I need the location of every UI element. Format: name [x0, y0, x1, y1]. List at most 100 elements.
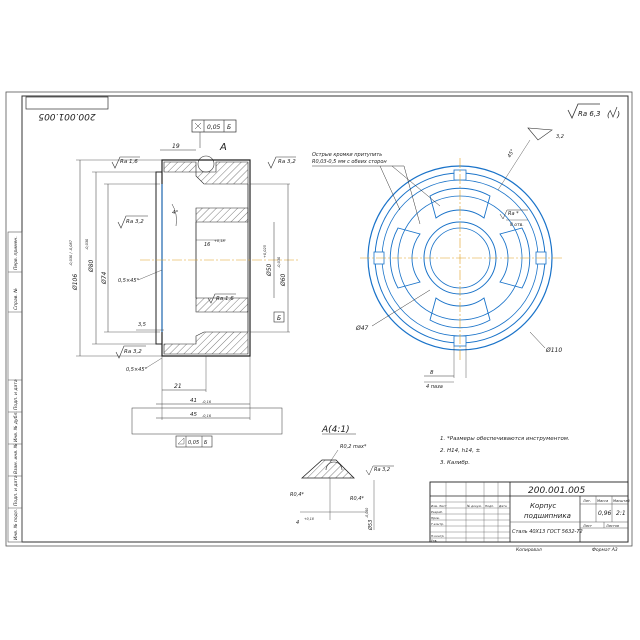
tb-scale-label: Масштаб: [613, 499, 630, 503]
svg-text:(: (: [607, 110, 611, 119]
dim-d-50: Ø50: [266, 263, 273, 277]
tb-lit-label: Лит.: [582, 499, 591, 503]
svg-text:Ra *: Ra *: [508, 211, 519, 217]
tb-role-5: Утв.: [431, 539, 437, 543]
side-view: Острые кромки притупить R0,03-0,5 мм с о…: [312, 127, 564, 390]
svg-text:Ra 1,6: Ra 1,6: [216, 296, 234, 302]
detail-a: А(4:1) R0,2 max* R0,4* R0,4* Ra 3,2 Ø53 …: [290, 425, 394, 531]
tb-role-2: Пров.: [431, 516, 440, 520]
note-2: 2. Н14, h14, ±: [440, 448, 481, 454]
dim-d-110: Ø110: [545, 347, 562, 354]
tb-material: Сталь 40Х13 ГОСТ 5632-72: [512, 529, 583, 535]
chamfer-2: 0,5×45°: [126, 367, 148, 373]
slot-dim: 8: [430, 370, 434, 376]
note-line-1: Острые кромки притупить: [312, 152, 382, 158]
tb-sheet-label: Лист: [582, 524, 593, 528]
dim-d-47: Ø47: [355, 325, 369, 332]
window-right: [499, 227, 531, 289]
hatch-top-inner: [195, 207, 249, 223]
tb-name-2: подшипника: [524, 512, 571, 520]
svg-text:-0,060: -0,060: [365, 508, 369, 518]
strip-label-2: Справ. №: [13, 288, 19, 310]
dim-len-total: 45: [190, 412, 197, 418]
rough-top-left: Ra 1,6: [111, 156, 140, 169]
dim-d-60: Ø60: [280, 273, 287, 287]
tb-sheets-label: Листов: [605, 524, 619, 528]
detail-rough: Ra 3,2: [365, 465, 394, 476]
tb-name-1: Корпус: [530, 502, 556, 510]
tb-mass-label: Масса: [597, 499, 608, 503]
left-strip: Перв. примен. Справ. № Подп. и дата Инв.…: [7, 231, 23, 543]
dim-d-outer-tol: -0,030: [85, 238, 89, 250]
bottom-tolerance-frame: 0,05 Б: [175, 435, 213, 448]
tb-row-2: № докум.: [466, 504, 482, 508]
top-frame-base: Б: [227, 124, 231, 131]
tb-scale-value: 2:1: [616, 510, 626, 517]
svg-text:Б: Б: [277, 315, 281, 322]
hatch-top: [163, 161, 249, 185]
svg-text:-0,16: -0,16: [202, 400, 212, 404]
note-line-2: R0,03-0,5 мм с обеих сторон: [312, 159, 387, 165]
tb-role-4: Н.контр.: [431, 534, 444, 538]
general-roughness: Ra 6,3 ( ): [567, 103, 620, 119]
strip-label-1: Перв. примен.: [13, 236, 19, 270]
dim-d-max-tol: -0,030 / -0,087: [69, 239, 73, 266]
dim-d-60-tol: -0,030: [277, 256, 281, 268]
tb-code: 200.001.005: [528, 486, 586, 496]
rough-hole: Ra * 8 отв.: [499, 209, 528, 228]
svg-text:8 отв.: 8 отв.: [510, 222, 524, 228]
svg-text:3,2: 3,2: [556, 134, 564, 140]
svg-text:Ra 3,2: Ra 3,2: [374, 467, 390, 473]
tb-row-3: Подп.: [485, 504, 494, 508]
svg-text:0,05: 0,05: [188, 440, 199, 446]
svg-text:Ra 1,6: Ra 1,6: [120, 159, 138, 165]
rough-bottom: Ra 3,2: [115, 345, 146, 359]
strip-label-5: Взам. инв. №: [13, 443, 19, 474]
tb-row-4: Дата: [498, 504, 507, 508]
svg-text:Ra 3,2: Ra 3,2: [126, 219, 144, 225]
window-top: [429, 187, 491, 219]
strip-label-3: Подп. и дата: [13, 379, 19, 410]
cut-label: A: [219, 142, 227, 153]
dim-d-outer: Ø80: [88, 259, 95, 273]
window-bottom: [429, 297, 491, 329]
svg-text:Ra 3,2: Ra 3,2: [278, 159, 296, 165]
angle-mark: 45°: [507, 148, 517, 159]
svg-text:+0,18: +0,18: [214, 239, 225, 243]
dim-top-width: 19: [172, 143, 180, 150]
rough-bore: Ra 3,2: [117, 215, 148, 229]
tb-role-3: Т.контр.: [431, 522, 444, 526]
svg-text:Б: Б: [204, 440, 208, 446]
slot-count: 4 паза: [426, 384, 443, 390]
svg-text:+0,18: +0,18: [304, 517, 314, 521]
svg-text:Ra 3,2: Ra 3,2: [124, 349, 142, 355]
hatch-bottom: [163, 331, 249, 355]
rough-inner: Ra 1,6: [207, 293, 236, 304]
tb-row-1: Изм. Лист: [431, 504, 447, 508]
top-frame-value: 0,05: [207, 124, 221, 131]
dim-small: 16: [204, 242, 210, 248]
top-tolerance-frame: 0,05 Б: [191, 119, 237, 148]
dim-21: 21: [174, 383, 182, 390]
technical-notes: 1. *Размеры обеспечиваются инструментом.…: [440, 436, 570, 466]
dim-len-h: 41: [190, 398, 197, 404]
note-1: 1. *Размеры обеспечиваются инструментом.: [440, 436, 570, 442]
datum-b-box: [273, 311, 285, 323]
svg-text:): ): [616, 110, 620, 119]
tb-mass-value: 0,96: [598, 510, 612, 517]
dim-angle: 4°: [172, 210, 178, 216]
dim-3-5: 3,5: [138, 322, 146, 328]
format-label: Формат А3: [592, 547, 618, 553]
front-view: 0,05 Б 19 A Ra 1,6 Ra 3,2 Ø106 -0,030 /: [69, 119, 300, 448]
tb-role-1: Разраб.: [431, 510, 443, 514]
strip-label-7: Инв. № подл.: [13, 509, 19, 540]
svg-text:R0,2 max*: R0,2 max*: [340, 444, 367, 450]
svg-text:4: 4: [296, 520, 299, 526]
dim-d-50-tol: +0,025: [263, 244, 267, 258]
title-block: Изм. Лист № докум. Подп. Дата Разраб. Пр…: [429, 481, 630, 543]
rough-top-right: Ra 3,2: [267, 156, 296, 169]
roughness-general: Ra 6,3: [578, 110, 601, 118]
svg-text:R0,4*: R0,4*: [290, 492, 304, 498]
detail-title: А(4:1): [321, 425, 350, 435]
svg-text:R0,4*: R0,4*: [350, 496, 364, 502]
